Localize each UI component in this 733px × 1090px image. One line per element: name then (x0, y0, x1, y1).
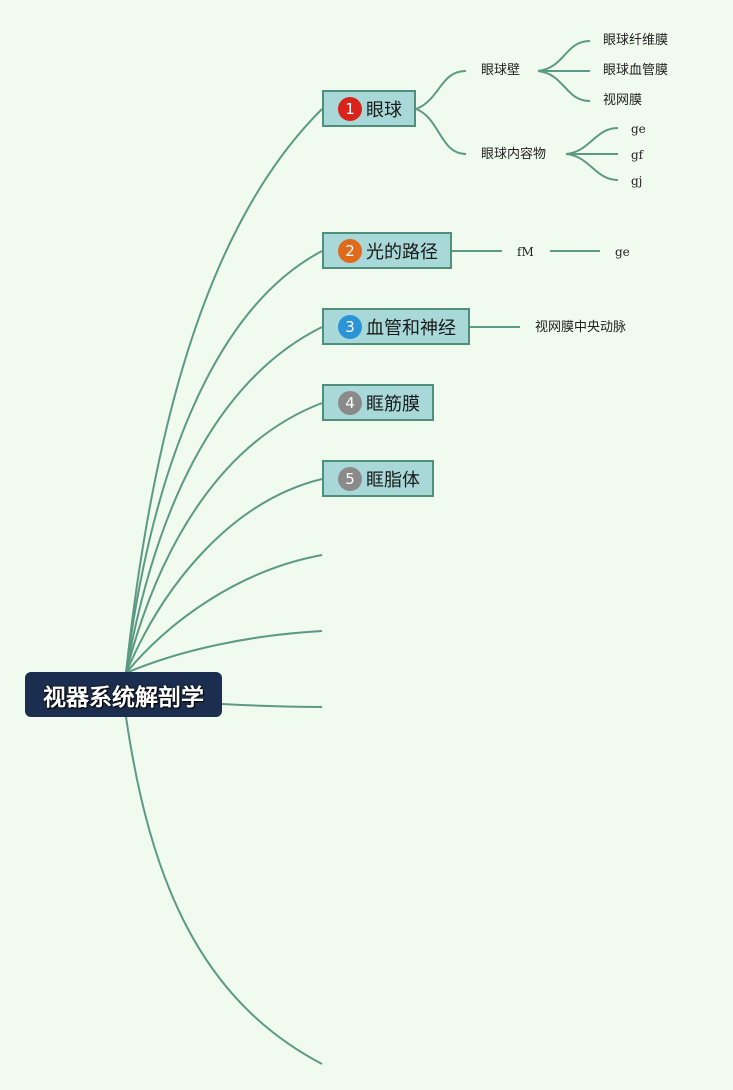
link-contents-child-3 (565, 153, 619, 181)
topic-label: 眼球 (366, 99, 402, 121)
root-topic-label: 视器系统解剖学 (43, 684, 204, 711)
subtopic-eyeball-contents[interactable]: 眼球内容物 (481, 147, 547, 162)
link-root-empty-2 (125, 630, 323, 674)
topic-orbital-fat[interactable]: 5 眶脂体 (322, 460, 434, 497)
link-root-topic-2 (125, 250, 323, 674)
subtopic-retina[interactable]: 视网膜 (603, 93, 643, 108)
link-wall-child-1 (537, 40, 591, 72)
link-eyeball-wall (415, 70, 467, 110)
subtopic-fibrous-tunic[interactable]: 眼球纤维膜 (603, 33, 669, 48)
link-wall-child-3 (537, 70, 591, 102)
link-root-empty-1 (125, 554, 323, 674)
topic-light-path[interactable]: 2 光的路径 (322, 232, 452, 269)
topic-label: 光的路径 (366, 241, 438, 263)
link-root-empty-3 (221, 703, 323, 708)
link-eyeball-contents (415, 108, 467, 155)
subtopic-contents-3[interactable]: gj (631, 174, 643, 188)
subtopic-contents-2[interactable]: gf (631, 148, 644, 162)
link-root-topic-3 (125, 326, 323, 674)
number-2-icon: 2 (338, 238, 362, 263)
subtopic-eyeball-wall[interactable]: 眼球壁 (481, 63, 521, 78)
link-contents-child-1 (565, 127, 619, 155)
topic-label: 血管和神经 (366, 317, 456, 339)
subtopic-light-path-1[interactable]: fM (517, 245, 534, 259)
topic-eyeball[interactable]: 1 眼球 (322, 90, 416, 127)
topic-orbital-fascia[interactable]: 4 眶筋膜 (322, 384, 434, 421)
topic-label: 眶筋膜 (366, 393, 420, 415)
link-root-empty-4 (125, 716, 323, 1065)
number-4-icon: 4 (338, 390, 362, 415)
subtopic-central-retinal-artery[interactable]: 视网膜中央动脉 (535, 320, 627, 335)
topic-label: 眶脂体 (366, 469, 420, 491)
link-root-topic-5 (125, 478, 323, 674)
subtopic-vascular-tunic[interactable]: 眼球血管膜 (603, 63, 669, 78)
link-root-topic-4 (125, 402, 323, 674)
root-topic[interactable]: 视器系统解剖学 (25, 672, 222, 717)
topic-vessels-nerves[interactable]: 3 血管和神经 (322, 308, 470, 345)
number-5-icon: 5 (338, 466, 362, 491)
subtopic-contents-1[interactable]: ge (631, 122, 646, 136)
number-1-icon: 1 (338, 96, 362, 121)
subtopic-light-path-2[interactable]: ge (615, 245, 630, 259)
number-3-icon: 3 (338, 314, 362, 339)
link-root-topic-1 (125, 108, 323, 674)
